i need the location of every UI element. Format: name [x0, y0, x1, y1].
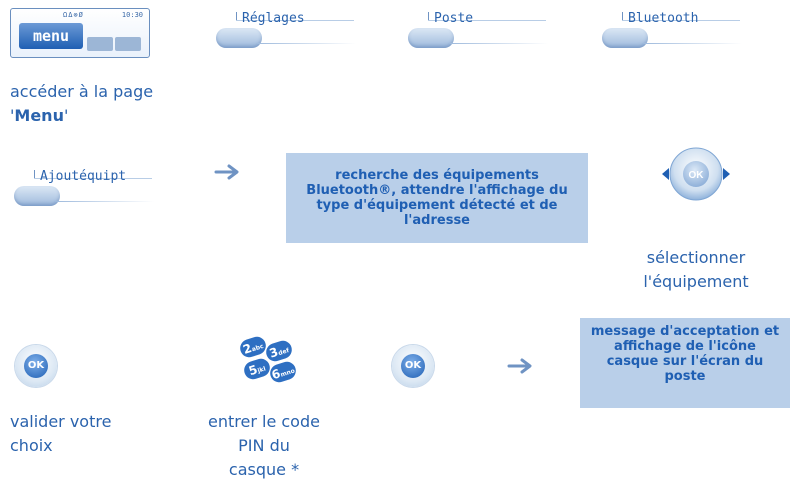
- svg-text:OK: OK: [689, 170, 705, 181]
- result-info-box: message d'acceptation et affichage de l'…: [580, 318, 790, 408]
- menu-keyword: Menu: [14, 106, 64, 125]
- step-validate: valider votre choix: [10, 412, 112, 455]
- search-info-box: recherche des équipements Bluetooth®, at…: [286, 153, 588, 243]
- arrow-right-icon: [507, 358, 532, 374]
- navigator-pad[interactable]: OK: [660, 146, 732, 202]
- step-select-device: sélectionner l'équipement: [643, 248, 749, 291]
- arrow-right-icon: [214, 164, 239, 180]
- key-3[interactable]: 3def: [263, 338, 295, 364]
- ok-label: OK: [401, 354, 425, 378]
- softkey-tab[interactable]: [408, 28, 454, 48]
- step-text: accéder à la page: [10, 82, 154, 101]
- step-access-menu: accéder à la page 'Menu': [10, 82, 154, 125]
- softkey-tab[interactable]: [602, 28, 648, 48]
- keypad-icon[interactable]: 2abc 3def 5jkl 6mno: [236, 334, 299, 385]
- softkey-label: Ajoutéquipt: [40, 169, 127, 184]
- key-5[interactable]: 5jkl: [241, 356, 273, 382]
- softkey-ajoutequipt[interactable]: Ajoutéquipt: [14, 168, 154, 210]
- softkey-label: Poste: [434, 11, 474, 26]
- softkey-poste[interactable]: Poste: [408, 10, 548, 52]
- navigator-icon: OK: [662, 147, 730, 201]
- softkey-blank[interactable]: [115, 37, 141, 51]
- softkey-bluetooth[interactable]: Bluetooth: [602, 10, 742, 52]
- phone-screen-menu: ΩΔ⊗Ø 10:30 menu: [10, 8, 150, 58]
- key-6[interactable]: 6mno: [267, 359, 299, 385]
- clock-text: 10:30: [121, 11, 143, 19]
- ok-label: OK: [24, 354, 48, 378]
- ok-button[interactable]: OK: [15, 345, 57, 387]
- softkey-reglages[interactable]: Réglages: [216, 10, 356, 52]
- softkey-tab[interactable]: [14, 186, 60, 206]
- menu-key[interactable]: menu: [19, 23, 83, 49]
- ok-button-2[interactable]: OK: [392, 345, 434, 387]
- key-2[interactable]: 2abc: [237, 334, 269, 360]
- softkey-tab[interactable]: [216, 28, 262, 48]
- softkey-blank[interactable]: [87, 37, 113, 51]
- softkey-label: Bluetooth: [628, 11, 699, 26]
- step-enter-pin: entrer le code PIN du casque *: [208, 412, 320, 479]
- status-icons: ΩΔ⊗Ø: [63, 11, 84, 19]
- softkey-label: Réglages: [242, 11, 305, 26]
